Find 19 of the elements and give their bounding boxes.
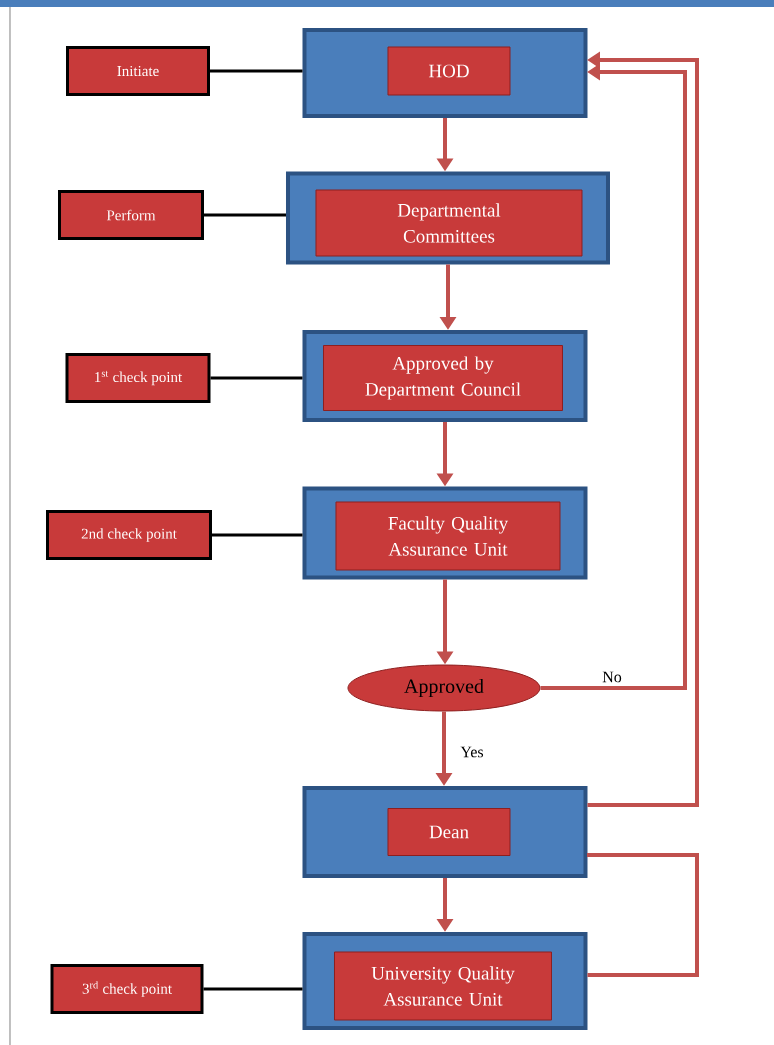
- connector-line: [204, 213, 286, 217]
- connector-line: [210, 376, 303, 380]
- connector-line: [203, 987, 303, 991]
- connector-line: [212, 533, 303, 537]
- process-box: Approved by Department Council: [323, 345, 563, 411]
- step-label-box: 2nd check point: [46, 510, 212, 560]
- process-box: Departmental Committees: [315, 189, 583, 257]
- connector-line: [587, 853, 699, 977]
- process-box: HOD: [387, 46, 511, 96]
- connector-line: [210, 69, 303, 73]
- process-box: University Quality Assurance Unit: [334, 951, 552, 1021]
- process-box: Faculty Quality Assurance Unit: [335, 501, 561, 571]
- step-label-box: Perform: [58, 190, 204, 240]
- process-box: Dean: [387, 808, 511, 856]
- step-label-box: Initiate: [66, 46, 210, 96]
- edge-label: No: [601, 670, 623, 684]
- step-label-box: 1$^{st}$ check point: [65, 353, 211, 403]
- edge-label: Yes: [459, 745, 485, 759]
- step-label-box: 3$^{rd}$ check point: [50, 964, 204, 1014]
